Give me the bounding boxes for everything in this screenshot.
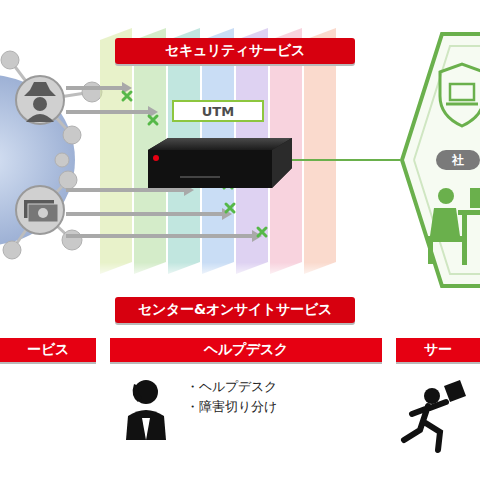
- service-bar: ービス: [0, 338, 96, 362]
- bullet-item: ・ヘルプデスク: [186, 378, 277, 396]
- globe: [0, 75, 75, 245]
- service-bar: サー: [396, 338, 480, 362]
- network-link: [290, 159, 400, 161]
- bullet-item: ・障害切り分け: [186, 398, 277, 416]
- helpdesk-person: [126, 380, 166, 440]
- node-text: ヘルプデスク: [204, 341, 288, 359]
- spy-icon: [16, 76, 64, 124]
- utm-label-box: UTM: [172, 100, 264, 122]
- node-text: ービス: [27, 341, 69, 359]
- service-banner: センター&オンサイトサービス: [115, 297, 355, 323]
- node-text: セキュリティサービス: [165, 42, 305, 60]
- network-nodes: [1, 51, 102, 259]
- office-pill: 社: [436, 150, 480, 170]
- onsite-runner: [404, 380, 466, 450]
- utm-device: [148, 138, 292, 188]
- node-text: UTM: [202, 104, 234, 119]
- service-bar: ヘルプデスク: [110, 338, 382, 362]
- node-text: サー: [424, 341, 452, 359]
- node-text: 社: [452, 152, 464, 169]
- money-icon: [16, 186, 64, 234]
- service-banner: セキュリティサービス: [115, 38, 355, 64]
- node-text: センター&オンサイトサービス: [138, 301, 332, 319]
- office-hexagon: [402, 34, 480, 286]
